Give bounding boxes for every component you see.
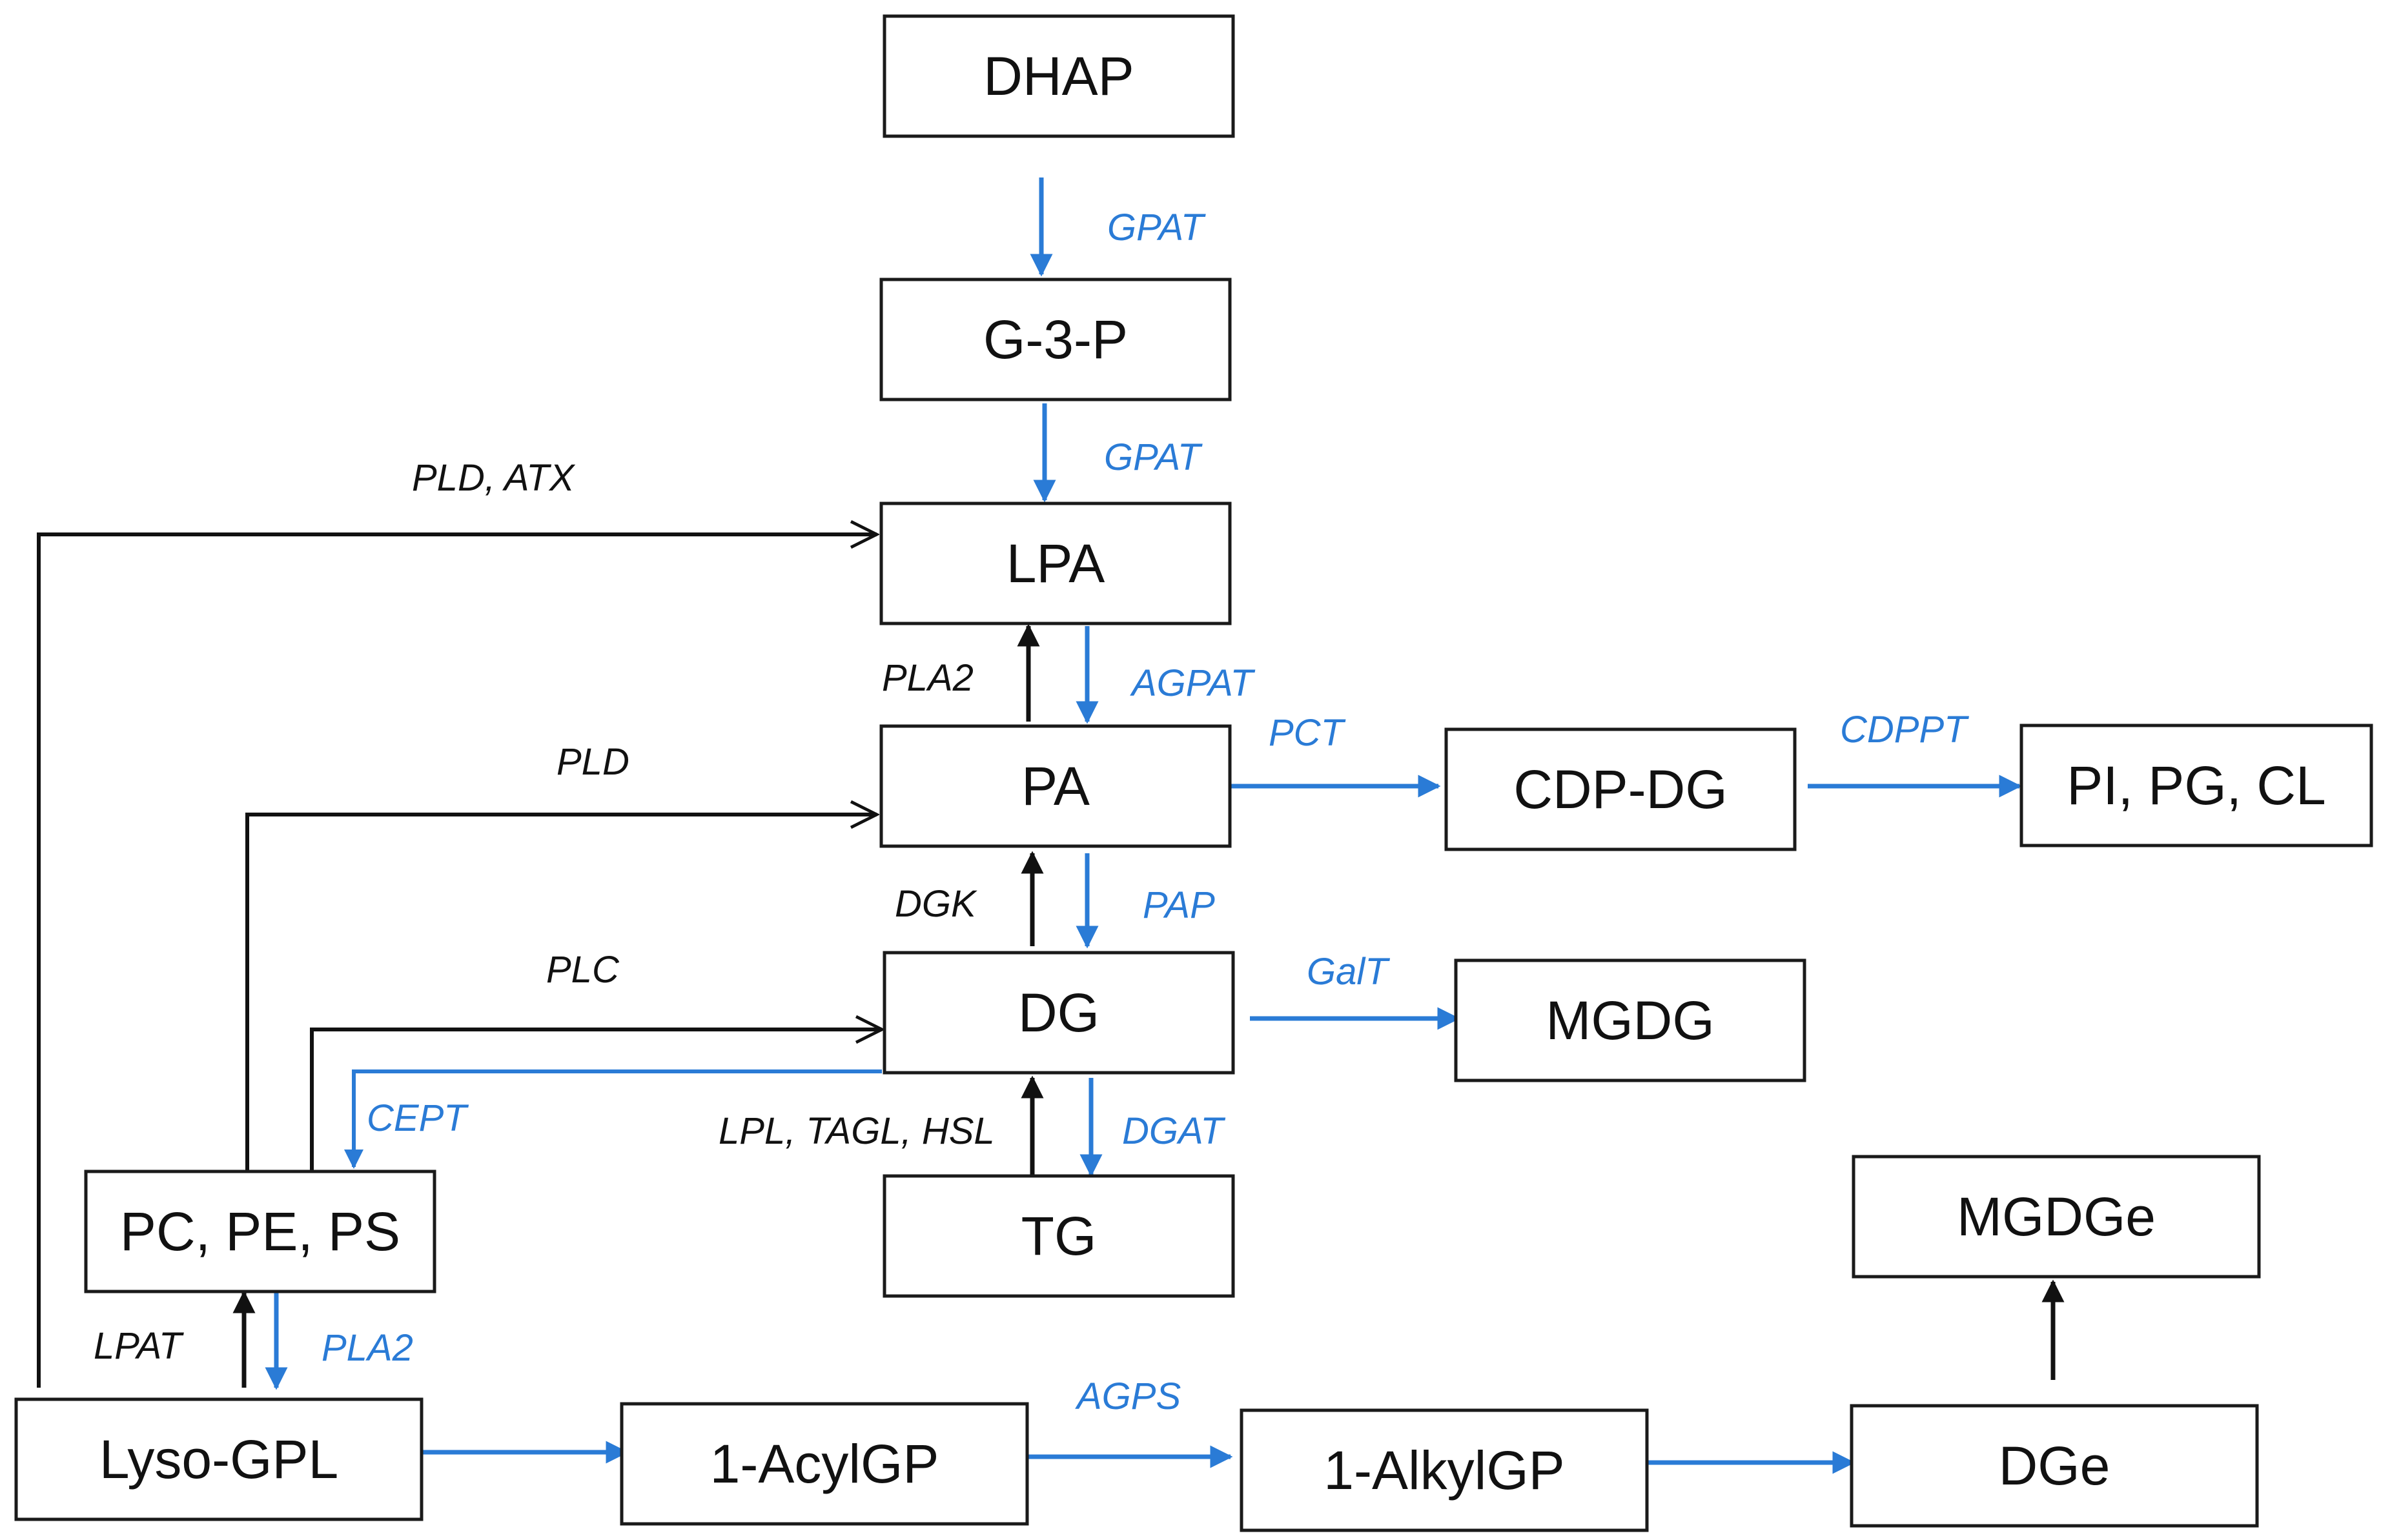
arrow-lysogpl-to-lpa [37, 534, 877, 1388]
node-mgdg: MGDG [1454, 958, 1806, 1082]
node-pcpeps-label: PC, PE, PS [120, 1201, 400, 1262]
node-mgdge: MGDGe [1852, 1155, 2261, 1279]
enzyme-label-agps: AGPS [1075, 1375, 1181, 1417]
node-g3p: G-3-P [879, 278, 1232, 401]
enzyme-label-pld: PLD [557, 741, 629, 783]
enzyme-label-dgk: DGK [895, 883, 977, 925]
enzyme-label-cept: CEPT [367, 1097, 469, 1139]
node-tg-label: TG [1021, 1206, 1097, 1266]
node-dhap-label: DHAP [983, 46, 1134, 106]
enzyme-label-plc: PLC [546, 949, 620, 991]
node-cdpdg-label: CDP-DG [1513, 759, 1727, 820]
node-lpa: LPA [879, 502, 1232, 625]
node-dge-label: DGe [1999, 1435, 2110, 1496]
node-lysogpl: Lyso-GPL [14, 1397, 424, 1521]
enzyme-label-agpat: AGPAT [1130, 662, 1256, 704]
node-acylgp-label: 1-AcylGP [710, 1434, 939, 1494]
node-cdpdg: CDP-DG [1444, 727, 1797, 851]
enzyme-label-gpat-2: GPAT [1104, 436, 1203, 478]
node-dg: DG [883, 951, 1235, 1075]
node-alkylgp: 1-AlkylGP [1240, 1408, 1649, 1532]
node-mgdge-label: MGDGe [1957, 1186, 2156, 1247]
enzyme-label-lpl-tagl-hsl: LPL, TAGL, HSL [719, 1110, 995, 1152]
enzyme-label-pct: PCT [1269, 712, 1346, 754]
node-lysogpl-label: Lyso-GPL [99, 1429, 338, 1490]
node-lpa-label: LPA [1007, 533, 1105, 594]
enzyme-label-dgat: DGAT [1122, 1110, 1225, 1152]
enzyme-label-pla2-up: PLA2 [882, 657, 974, 699]
node-g3p-label: G-3-P [983, 309, 1128, 370]
node-pa-label: PA [1021, 756, 1090, 816]
enzyme-label-lpat: LPAT [94, 1325, 184, 1367]
enzyme-label-pap: PAP [1143, 884, 1215, 926]
node-pipgcl-label: PI, PG, CL [2067, 755, 2325, 816]
arrow-pcpeps-to-dg [310, 1029, 882, 1171]
arrow-dg-to-pcpeps [344, 1069, 882, 1169]
enzyme-label-cdppt: CDPPT [1840, 709, 1969, 751]
node-dhap: DHAP [883, 14, 1235, 138]
enzyme-label-pld-atx: PLD, ATX [412, 457, 576, 499]
enzyme-label-pla2-down: PLA2 [322, 1327, 413, 1369]
enzyme-label-galt: GalT [1307, 951, 1390, 993]
node-dg-label: DG [1018, 982, 1099, 1043]
node-dge: DGe [1850, 1404, 2259, 1528]
node-pcpeps: PC, PE, PS [84, 1170, 436, 1293]
node-acylgp: 1-AcylGP [620, 1402, 1029, 1526]
enzyme-label-gpat-1: GPAT [1107, 207, 1206, 248]
node-mgdg-label: MGDG [1546, 990, 1714, 1051]
node-alkylgp-label: 1-AlkylGP [1323, 1440, 1564, 1501]
node-pipgcl: PI, PG, CL [2019, 724, 2373, 847]
node-tg: TG [883, 1174, 1235, 1298]
arrow-pcpeps-to-pa [245, 815, 877, 1171]
node-pa: PA [879, 724, 1232, 848]
